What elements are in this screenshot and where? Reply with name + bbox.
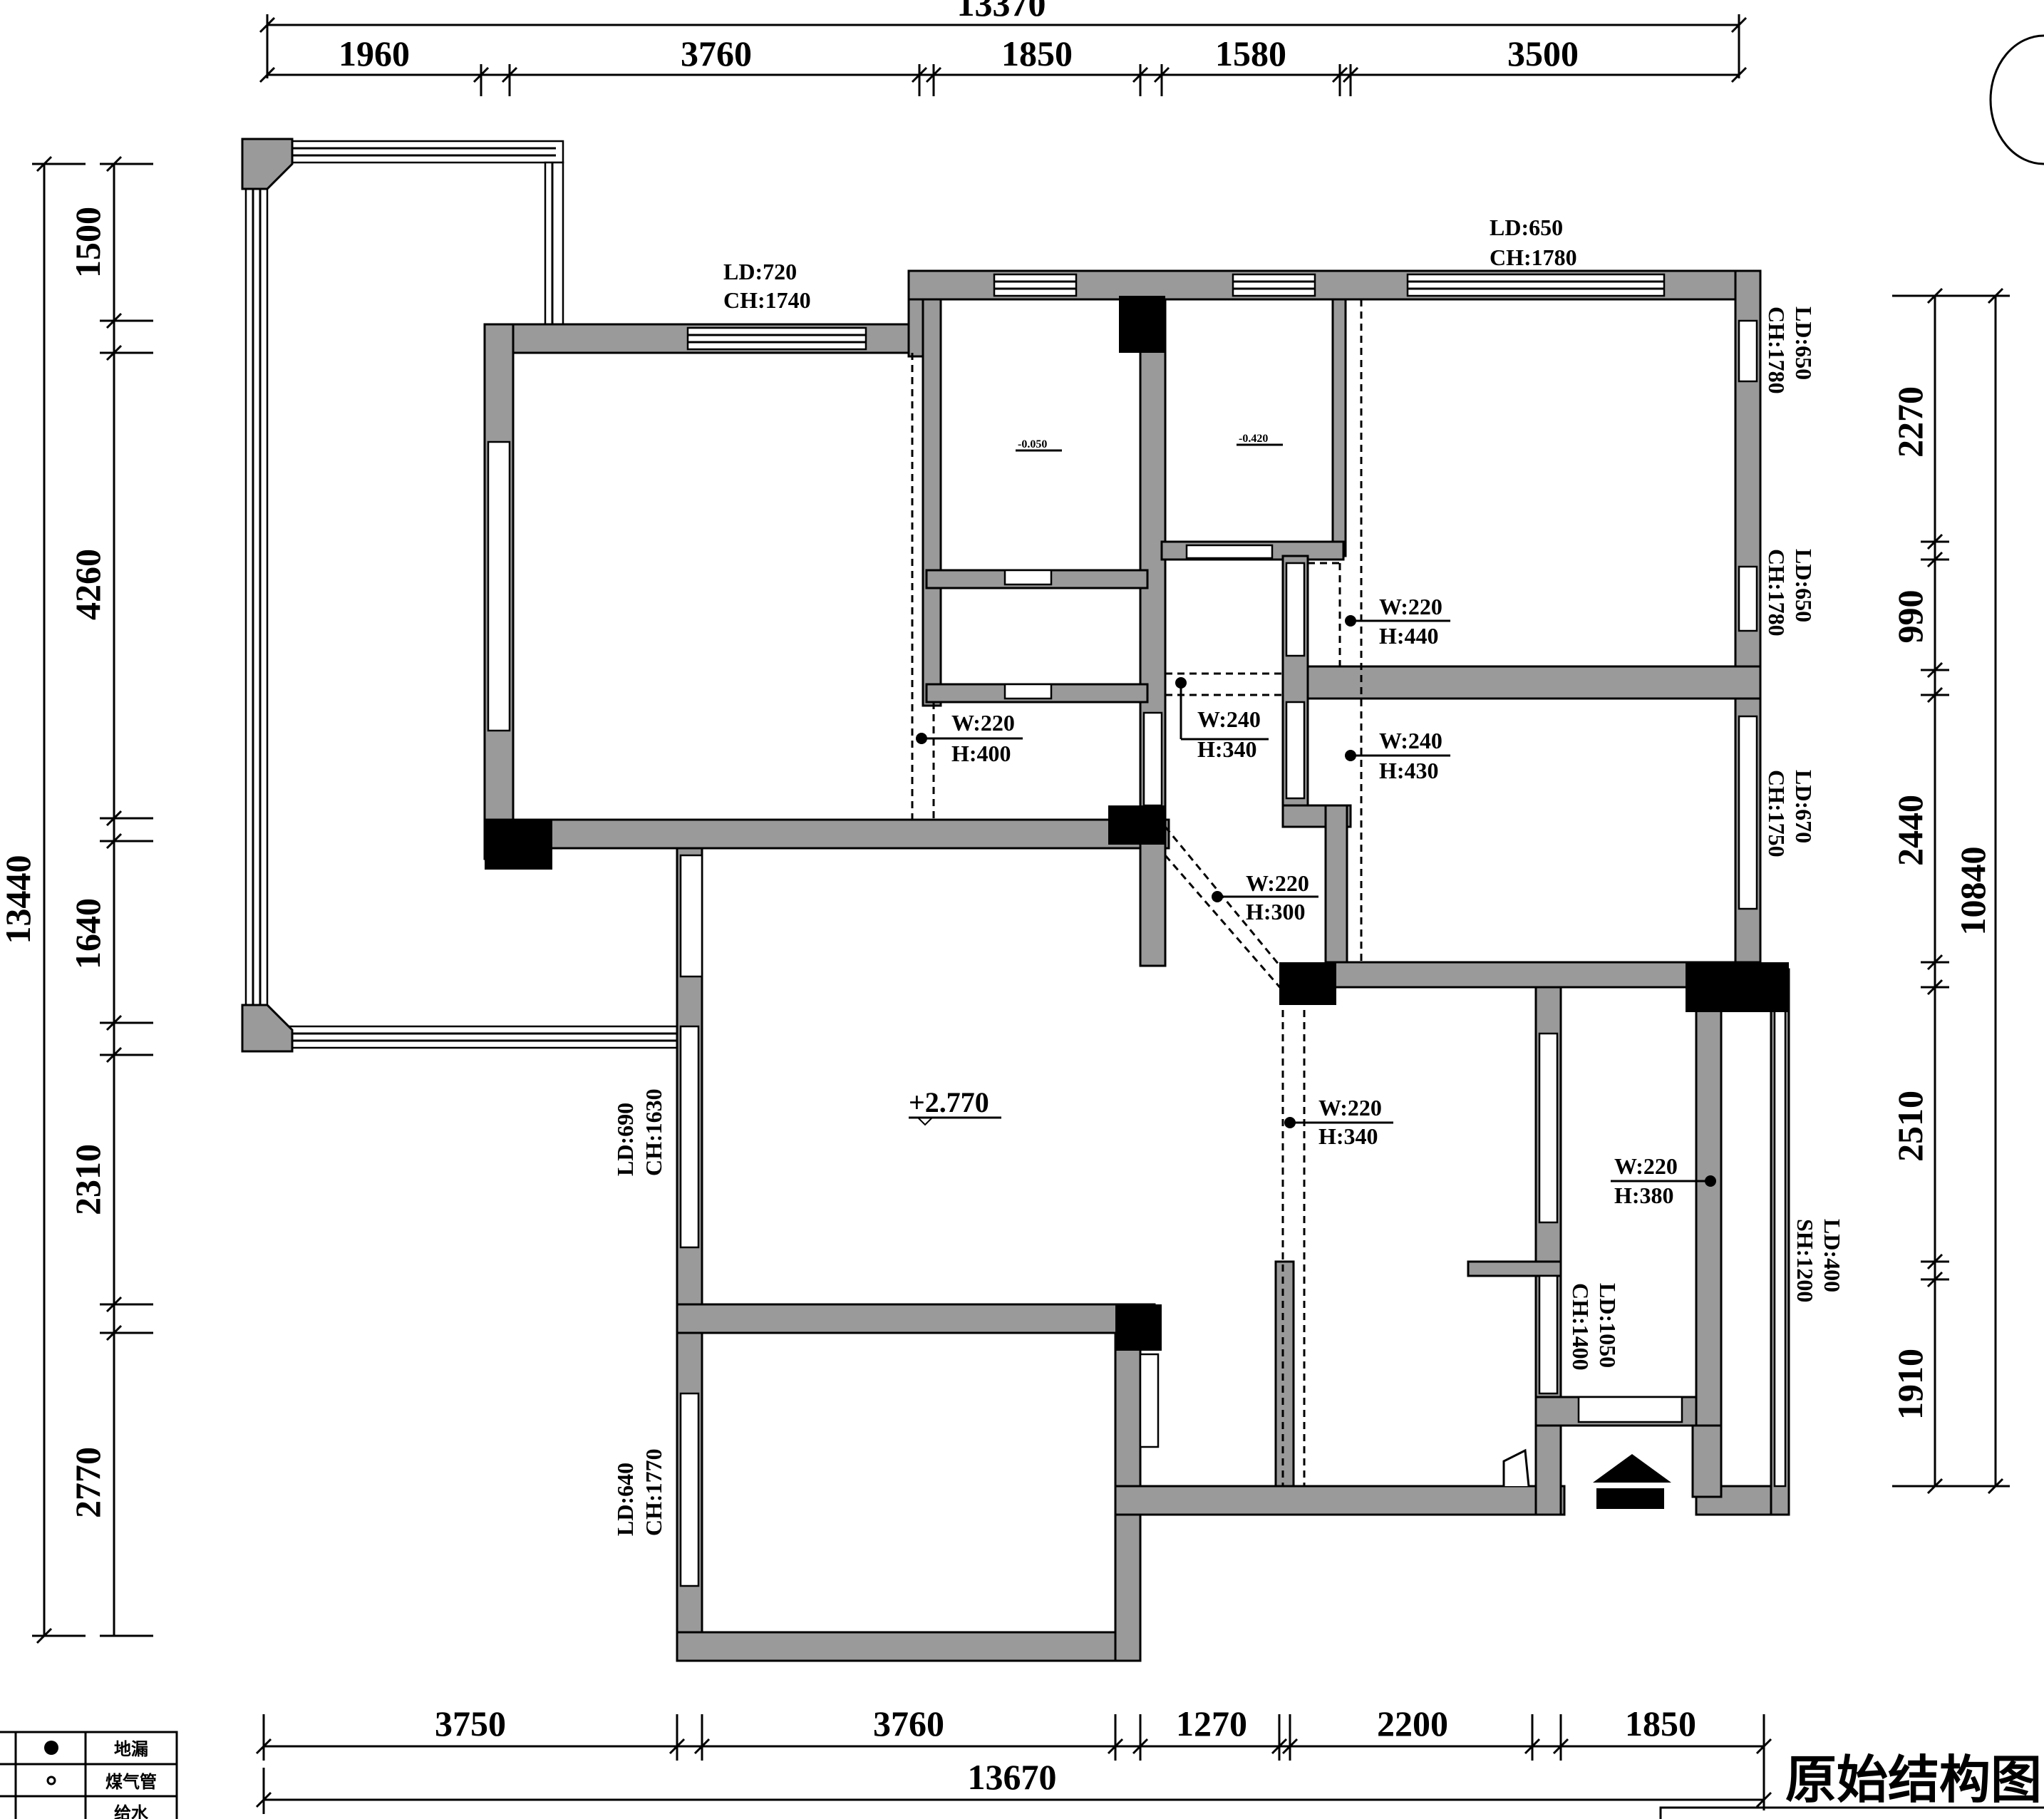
window-1-ch: CH:1740: [723, 287, 811, 313]
window-5-ch: CH:1750: [1764, 770, 1790, 857]
beam-6-h: H:340: [1318, 1123, 1378, 1149]
bottom-total-dim: 13670: [968, 1757, 1057, 1797]
left-dimension-chain: 13440 1500 4260 1640 2310 2770: [0, 155, 153, 1644]
main-elevation: +2.770: [909, 1086, 989, 1118]
window-6-ch: CH:1630: [641, 1088, 666, 1176]
window-9-ch: SH:1200: [1792, 1219, 1818, 1302]
beam-lines: [911, 299, 1723, 1486]
left-dim-3: 1640: [68, 898, 108, 969]
top-total-dim: 13370: [957, 0, 1046, 24]
top-dim-5: 3500: [1507, 34, 1579, 73]
left-dim-4: 2310: [68, 1144, 108, 1215]
top-dimension-chain: 13370 1960 3760 1850 1580 3500: [259, 0, 1748, 96]
entrance-arrow-icon: [1593, 1454, 1671, 1509]
window-8-ch: CH:1400: [1568, 1283, 1594, 1371]
window-2-ch: CH:1780: [1490, 244, 1577, 270]
elevation-marks: +2.770 -0.050 -0.420: [909, 433, 1283, 1126]
beam-3-w: W:220: [1379, 594, 1442, 619]
window-3-ch: CH:1780: [1764, 306, 1790, 394]
window-4-ch: CH:1780: [1764, 549, 1790, 637]
balcony: [241, 138, 678, 1053]
window-8-ld: LD:1050: [1595, 1283, 1621, 1368]
beam-1-w: W:220: [951, 710, 1015, 736]
window-7-ch: CH:1770: [641, 1448, 666, 1536]
window-4-ld: LD:650: [1791, 549, 1817, 622]
legend-label-1: 地漏: [114, 1740, 148, 1759]
right-dim-1: 2270: [1890, 386, 1930, 458]
gas-pipe-icon: [46, 1776, 56, 1785]
bottom-dim-2: 3760: [873, 1704, 944, 1743]
bottom-dim-1: 3750: [435, 1704, 506, 1743]
north-arrow-circle: [1989, 34, 2044, 165]
beam-5-w: W:220: [1246, 870, 1309, 896]
bath2-elevation: -0.420: [1239, 433, 1268, 445]
right-total-dim: 10840: [1953, 847, 1993, 936]
title-block-frame: [1659, 1806, 2044, 1819]
top-dim-4: 1580: [1215, 34, 1286, 73]
window-1-ld: LD:720: [723, 259, 797, 284]
left-dim-5: 2770: [68, 1447, 108, 1518]
legend-table: 地漏 煤气管 给水: [0, 1731, 178, 1819]
top-dim-2: 3760: [681, 34, 752, 73]
left-dim-1: 1500: [68, 207, 108, 278]
beam-6-w: W:220: [1318, 1095, 1382, 1120]
window-3-ld: LD:650: [1791, 306, 1817, 380]
beam-5-h: H:300: [1246, 899, 1306, 924]
window-labels: LD:720 CH:1740 LD:650 CH:1780 LD:650 CH:…: [612, 215, 1845, 1536]
right-dimension-chain: 10840 2270 990 2440 2510 1910: [1890, 287, 2010, 1495]
beam-7-h: H:380: [1614, 1182, 1674, 1208]
bath1-elevation: -0.050: [1018, 438, 1047, 450]
legend-label-2: 煤气管: [105, 1772, 157, 1792]
drawing-title: 原始结构图: [1785, 1750, 2042, 1810]
beam-4-h: H:430: [1379, 758, 1439, 783]
beam-labels: W:220 H:400 W:240 H:340 W:220 H:440 W:24…: [916, 594, 1716, 1208]
floor-drain-icon: [44, 1741, 58, 1755]
right-dim-5: 1910: [1890, 1349, 1930, 1420]
right-dim-2: 990: [1890, 590, 1930, 644]
window-9-ld: LD:400: [1820, 1219, 1845, 1292]
bottom-dimension-chain: 3750 3760 1270 2200 1850 13670: [255, 1704, 1772, 1814]
left-dim-2: 4260: [68, 549, 108, 620]
beam-3-h: H:440: [1379, 623, 1439, 649]
window-6-ld: LD:690: [612, 1103, 638, 1176]
beam-2-w: W:240: [1197, 706, 1261, 732]
beam-2-h: H:340: [1197, 736, 1257, 762]
right-dim-3: 2440: [1890, 795, 1930, 866]
beam-1-h: H:400: [951, 741, 1011, 766]
top-dim-3: 1850: [1001, 34, 1073, 73]
columns: [485, 296, 1789, 1351]
right-dim-4: 2510: [1890, 1091, 1930, 1162]
left-total-dim: 13440: [0, 855, 38, 944]
bottom-dim-5: 1850: [1625, 1704, 1696, 1743]
legend-label-3: 给水: [114, 1803, 149, 1819]
window-5-ld: LD:670: [1791, 770, 1817, 843]
window-7-ld: LD:640: [612, 1463, 638, 1536]
window-openings: [487, 273, 1787, 1587]
door-swing-icon: [1502, 1448, 1530, 1487]
window-2-ld: LD:650: [1490, 215, 1563, 240]
beam-4-w: W:240: [1379, 728, 1442, 753]
bottom-dim-3: 1270: [1176, 1704, 1247, 1743]
bottom-dim-4: 2200: [1377, 1704, 1448, 1743]
beam-7-w: W:220: [1614, 1153, 1678, 1179]
top-dim-1: 1960: [339, 34, 410, 73]
